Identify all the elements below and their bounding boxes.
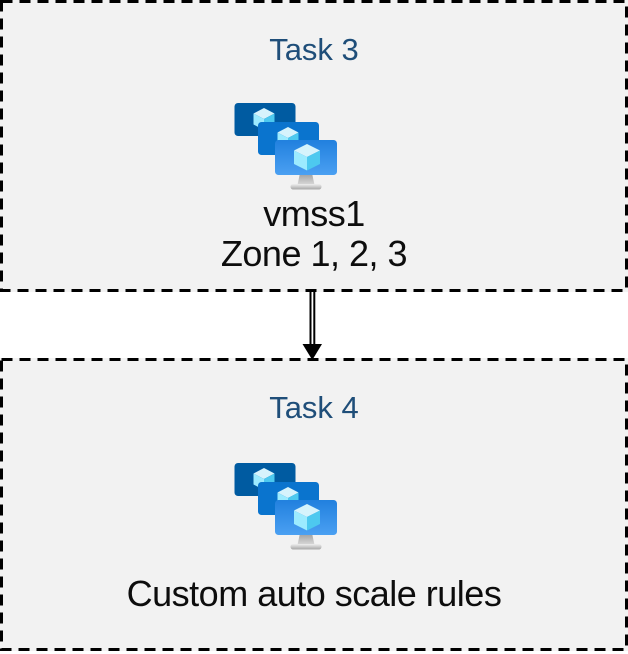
task3-title: Task 3 [269, 32, 359, 67]
autoscale-rules-text: Custom auto scale rules [126, 573, 502, 614]
task4-title: Task 4 [269, 390, 359, 425]
task3-label: vmss1 Zone 1, 2, 3 [0, 194, 628, 274]
flow-arrow-down [302, 289, 322, 360]
vm-scale-set-icon [234, 103, 337, 190]
vmss-name-text: vmss1 [263, 193, 365, 234]
zones-text: Zone 1, 2, 3 [220, 233, 408, 274]
vm-scale-set-icon [234, 463, 337, 550]
task4-box: Task 4 Custom auto scale rules [0, 358, 628, 651]
task3-box: Task 3 vmss1 Zone 1, 2, 3 [0, 0, 628, 292]
task4-label: Custom auto scale rules [0, 574, 628, 614]
